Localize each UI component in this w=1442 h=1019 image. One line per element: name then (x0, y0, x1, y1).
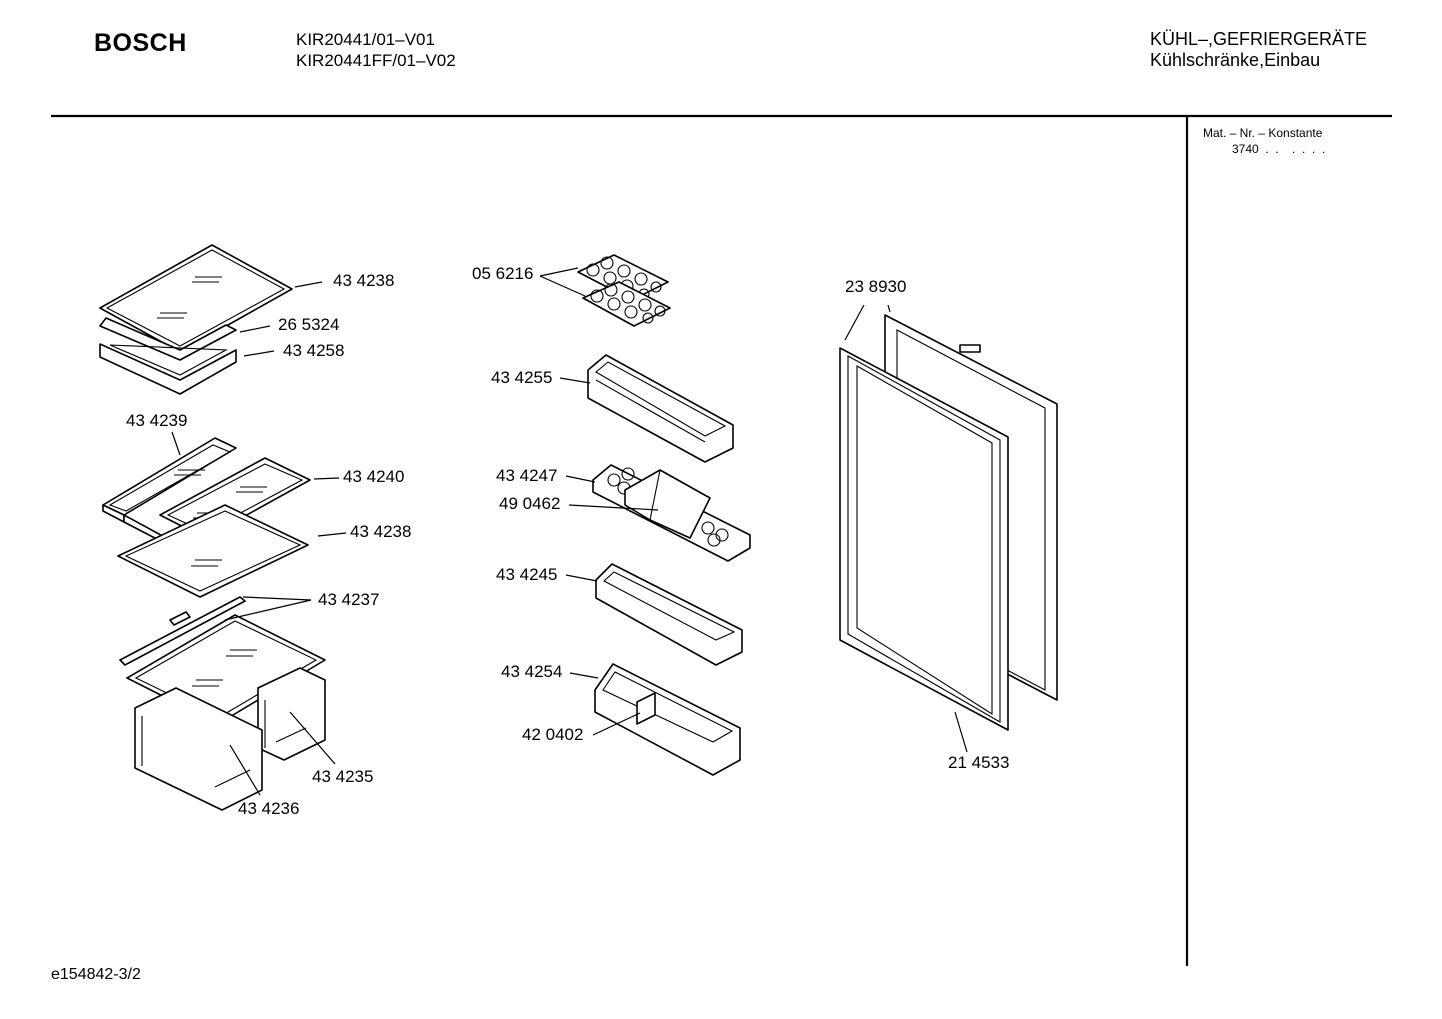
part-label-434237: 43 4237 (318, 590, 380, 609)
crisper-tray (99, 343, 237, 395)
part-label-434236: 43 4236 (238, 799, 300, 818)
part-label-434238-middle: 43 4238 (350, 522, 412, 541)
part-label-434255: 43 4255 (491, 368, 553, 387)
category-title: KÜHL–,GEFRIERGERÄTE (1150, 29, 1368, 49)
part-label-434238-top: 43 4238 (333, 271, 395, 290)
part-label-434245: 43 4245 (496, 565, 558, 584)
part-label-434254: 43 4254 (501, 662, 563, 681)
part-label-214533: 21 4533 (948, 753, 1010, 772)
part-label-434247: 43 4247 (496, 466, 558, 485)
part-label-434239: 43 4239 (126, 411, 188, 430)
part-label-434235: 43 4235 (312, 767, 374, 786)
model-number-1: KIR20441/01–V01 (296, 30, 435, 49)
leader-lines (171, 267, 968, 796)
brand-logo: BOSCH (94, 29, 187, 57)
part-label-265324: 26 5324 (278, 315, 340, 334)
door-shelf-4255 (587, 354, 734, 463)
door-shelf-4254 (594, 663, 741, 776)
document-id: e154842-3/2 (51, 966, 141, 983)
part-label-420402: 42 0402 (522, 725, 584, 744)
model-number-2: KIR20441FF/01–V02 (296, 51, 456, 70)
shelf-frame (99, 317, 237, 361)
egg-cover-0462 (624, 469, 711, 539)
part-label-238930: 23 8930 (845, 277, 907, 296)
vegetable-drawer-left (134, 687, 263, 811)
part-label-434258: 43 4258 (283, 341, 345, 360)
part-label-434240: 43 4240 (343, 467, 405, 486)
split-shelf-left (102, 437, 237, 549)
door-gasket (839, 347, 1009, 731)
glass-shelf-middle (117, 504, 309, 598)
material-value: 3740 . . . . . . (1232, 142, 1326, 156)
egg-tray-lower (582, 281, 671, 327)
category-subtitle: Kühlschränke,Einbau (1150, 50, 1321, 70)
door-shelf-4245 (595, 563, 743, 666)
material-heading: Mat. – Nr. – Konstante (1203, 126, 1323, 140)
part-label-056216: 05 6216 (472, 264, 534, 283)
part-label-490462: 49 0462 (499, 494, 561, 513)
glass-shelf-top (99, 244, 293, 353)
